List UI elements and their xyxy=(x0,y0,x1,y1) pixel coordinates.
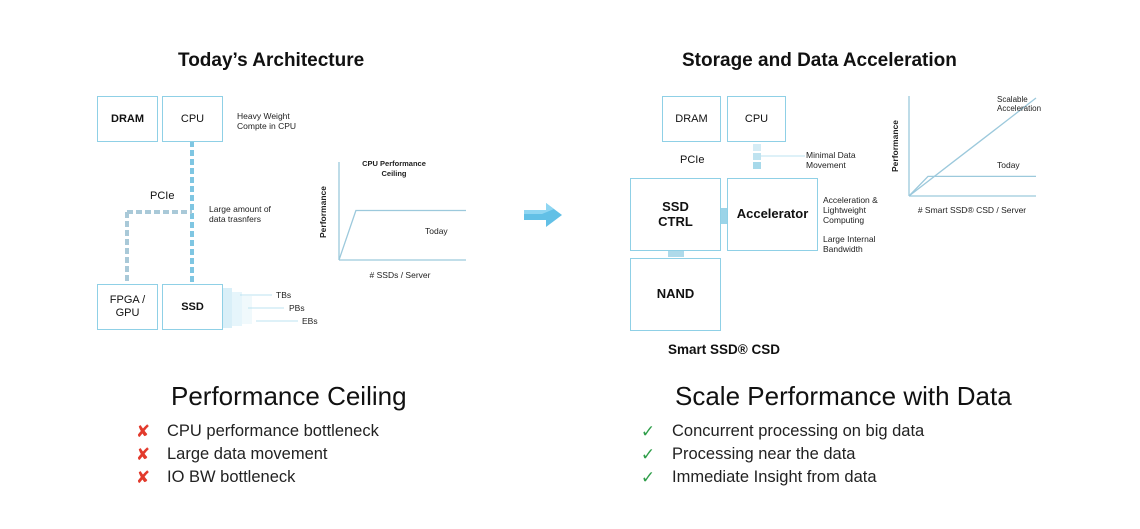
ctrl-accel-link-3 xyxy=(721,208,728,224)
right-dram-label: DRAM xyxy=(675,112,708,125)
nand-box: NAND xyxy=(630,258,721,331)
bandwidth-note: Large Internal Bandwidth xyxy=(823,234,876,255)
list-item-text: IO BW bottleneck xyxy=(167,468,296,486)
smart-ssd-product-label: Smart SSD® CSD xyxy=(668,342,780,357)
summary-right-list: ✓ Concurrent processing on big data ✓ Proc… xyxy=(638,420,924,489)
list-item-text: CPU performance bottleneck xyxy=(167,422,379,440)
right-chart-today-line xyxy=(908,175,1036,197)
dram-box: DRAM xyxy=(97,96,158,142)
left-chart: CPU Performance Ceiling Today # SSDs / S… xyxy=(318,159,466,280)
dram-label: DRAM xyxy=(111,112,144,125)
list-item: ✘ Large data movement xyxy=(133,443,379,466)
list-item: ✘ CPU performance bottleneck xyxy=(133,420,379,443)
cross-icon: ✘ xyxy=(135,467,151,487)
cpu-accel-link-1 xyxy=(753,144,761,151)
right-cpu-label: CPU xyxy=(744,112,769,125)
fpga-label: FPGA / GPU xyxy=(109,294,146,319)
left-chart-series-label: Today xyxy=(425,226,448,236)
heavy-weight-note: Heavy Weight Compte in CPU xyxy=(237,111,297,132)
list-item: ✓ Immediate Insight from data xyxy=(638,466,924,489)
cpu-box: CPU xyxy=(162,96,223,142)
right-chart-x-label: # Smart SSD® CSD / Server xyxy=(918,205,1026,215)
minimal-movement-note: Minimal Data Movement xyxy=(806,150,856,171)
left-chart-y-label: Performance xyxy=(318,186,328,238)
nand-label: NAND xyxy=(656,286,695,302)
ssd-ctrl-label: SSD CTRL xyxy=(658,198,693,229)
left-pcie-label: PCIe xyxy=(148,190,177,202)
large-data-note: Large amount of data trasnfers xyxy=(209,204,271,225)
right-dram-box: DRAM xyxy=(662,96,721,142)
left-chart-title-line1: CPU Performance xyxy=(362,159,426,168)
summary-right-title: Scale Performance with Data xyxy=(675,381,1012,411)
accelerator-label: Accelerator xyxy=(736,206,809,222)
list-item-text: Processing near the data xyxy=(672,445,856,463)
ssd-glow-2 xyxy=(232,292,242,326)
right-chart-today-label: Today xyxy=(997,160,1020,170)
check-icon: ✓ xyxy=(640,421,656,441)
ssd-box: SSD xyxy=(162,284,223,330)
ssd-glow-3 xyxy=(242,296,252,324)
right-chart-scalable-line xyxy=(908,97,1037,197)
list-item: ✘ IO BW bottleneck xyxy=(133,466,379,489)
ebs-label: EBs xyxy=(302,316,318,326)
right-chart: Scalable Acceleration Today # Smart SSD®… xyxy=(890,95,1041,215)
left-chart-title-line2: Ceiling xyxy=(381,169,406,178)
left-chart-x-label: # SSDs / Server xyxy=(370,270,431,280)
list-item-text: Large data movement xyxy=(167,445,328,463)
right-chart-y-label: Performance xyxy=(890,120,900,172)
right-arrow-icon xyxy=(524,203,562,227)
pbs-label: PBs xyxy=(289,303,305,313)
cross-icon: ✘ xyxy=(135,421,151,441)
ssd-glow-1 xyxy=(222,288,232,328)
cpu-accel-link-3 xyxy=(753,162,761,169)
ssd-label: SSD xyxy=(181,300,204,313)
cpu-label: CPU xyxy=(180,112,205,125)
right-title: Storage and Data Acceleration xyxy=(682,50,957,71)
list-item-text: Concurrent processing on big data xyxy=(672,422,925,440)
right-pcie-label: PCIe xyxy=(680,154,705,166)
cross-icon: ✘ xyxy=(135,444,151,464)
summary-left-title: Performance Ceiling xyxy=(171,381,407,411)
left-chart-today-line xyxy=(338,209,466,261)
ssd-ctrl-box: SSD CTRL xyxy=(630,178,721,251)
list-item: ✓ Processing near the data xyxy=(638,443,924,466)
check-icon: ✓ xyxy=(640,467,656,487)
fpga-gpu-box: FPGA / GPU xyxy=(97,284,158,330)
list-item: ✓ Concurrent processing on big data xyxy=(638,420,924,443)
cpu-accel-link-2 xyxy=(753,153,761,160)
list-item-text: Immediate Insight from data xyxy=(672,468,877,486)
left-title: Today’s Architecture xyxy=(178,50,365,71)
tbs-label: TBs xyxy=(276,290,292,300)
check-icon: ✓ xyxy=(640,444,656,464)
ctrl-nand-link-3 xyxy=(668,250,684,257)
right-chart-scalable-label-line1: Scalable xyxy=(997,95,1028,104)
right-cpu-box: CPU xyxy=(727,96,786,142)
right-chart-scalable-label-line2: Acceleration xyxy=(997,104,1041,113)
accelerator-box: Accelerator xyxy=(727,178,818,251)
summary-left-list: ✘ CPU performance bottleneck ✘ Large data … xyxy=(133,420,379,489)
acceleration-note: Acceleration & Lightweight Computing xyxy=(823,195,878,226)
